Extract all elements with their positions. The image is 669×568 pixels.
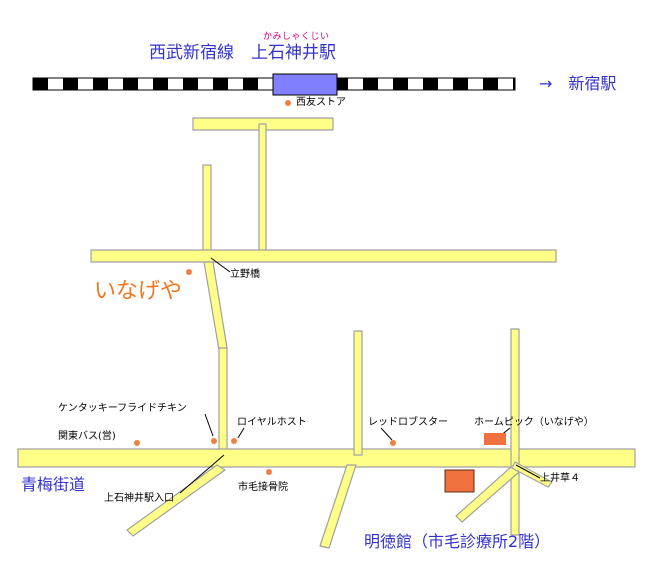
station-ruby: かみしゃくじい [263, 32, 330, 42]
rail-segment [93, 78, 108, 90]
road-west-vertical [202, 164, 212, 259]
leader-royal-host [237, 427, 245, 439]
rail-segment [33, 78, 48, 90]
label-clinic: 市毛接骨院 [238, 482, 288, 493]
home-pick-building [484, 433, 506, 445]
rail-segment [423, 78, 438, 90]
rail-segment [483, 78, 498, 90]
road-south-diagonal [126, 464, 226, 537]
leader-kamiigusa [515, 464, 541, 479]
road-east-vertical [510, 328, 520, 536]
rail-segment [513, 78, 515, 90]
rail-segment [183, 78, 198, 90]
label-inageya: いなげや [94, 279, 183, 304]
rail-segment [393, 78, 408, 90]
label-kfc: ケンタッキーフライドチキン [58, 403, 187, 414]
direction-shinjuku: → 新宿駅 [539, 74, 617, 93]
label-ome-kaido: 青梅街道 [21, 475, 86, 494]
leader-tatenobashi [210, 257, 231, 273]
label-meitokukan: 明徳館（市毛診療所2階） [364, 532, 551, 551]
road-red-lobster-vertical [353, 330, 363, 456]
label-red-lobster: レッドロブスター [368, 417, 448, 428]
rail-segment [213, 78, 228, 90]
leader-station-entrance [179, 454, 225, 494]
rail-segment [363, 78, 378, 90]
kanto-bus-marker [134, 440, 140, 446]
road-kfc-vertical [218, 347, 228, 456]
markers [134, 100, 396, 475]
meitokukan-building [444, 469, 475, 493]
label-royal-host: ロイヤルホスト [237, 417, 307, 428]
rail-segment [63, 78, 78, 90]
leader-kfc [204, 413, 214, 437]
label-home-pick: ホームピック（いなげや） [474, 417, 594, 428]
red-lobster-marker [390, 440, 396, 446]
seibu-shinjuku-railway [32, 73, 516, 96]
road-diagonal-north [203, 261, 228, 351]
label-seiyu: 西友ストア [296, 97, 346, 108]
clinic-marker [266, 469, 272, 475]
kamishakujii-station-block [272, 73, 338, 96]
roads [17, 117, 636, 549]
label-kamiigusa: 上井草４ [540, 473, 580, 484]
rail-segment [453, 78, 468, 90]
label-station-entrance: 上石神井駅入口 [104, 493, 174, 504]
label-tatenobashi: 立野橋 [230, 269, 260, 280]
label-kanto-bus: 関東バス(営) [58, 431, 116, 442]
station-title: 西武新宿線 上石神井駅 [149, 43, 336, 63]
road-upper-vertical [258, 123, 267, 259]
road-tatenobashi [90, 249, 557, 263]
inageya-marker [186, 269, 192, 275]
royal-host-marker [231, 438, 237, 444]
leader-red-lobster [380, 427, 393, 441]
rail-segment [243, 78, 258, 90]
rail-segment [123, 78, 138, 90]
kfc-marker [211, 438, 217, 444]
rail-segment [153, 78, 168, 90]
road-south-center [319, 464, 357, 549]
road-ome-kaido [17, 448, 636, 468]
seiyu-marker [285, 100, 291, 106]
